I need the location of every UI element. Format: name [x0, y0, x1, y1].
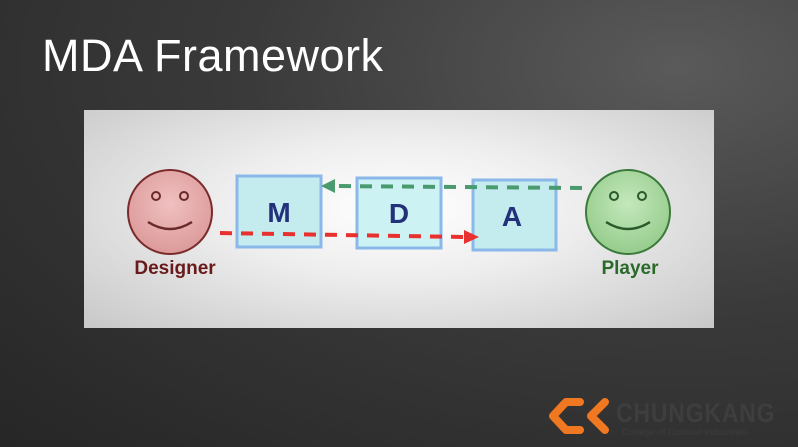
box-aesthetics	[471, 178, 558, 252]
box-label-d: D	[389, 198, 409, 229]
chungkang-logo-icon	[549, 398, 609, 434]
box-label-m: M	[267, 197, 290, 228]
logo-name: CHUNGKANG	[616, 398, 776, 428]
player-label: Player	[601, 258, 659, 279]
slide-title: MDA Framework	[42, 30, 384, 81]
logo-subtitle: College of Cultural Industries	[622, 427, 748, 437]
backward-arrowhead	[321, 179, 335, 193]
box-label-a: A	[502, 201, 522, 232]
forward-arrowhead	[464, 230, 479, 244]
designer-label: Designer	[134, 258, 216, 279]
player-smiley-icon	[585, 169, 671, 255]
designer-smiley-icon	[127, 169, 213, 255]
